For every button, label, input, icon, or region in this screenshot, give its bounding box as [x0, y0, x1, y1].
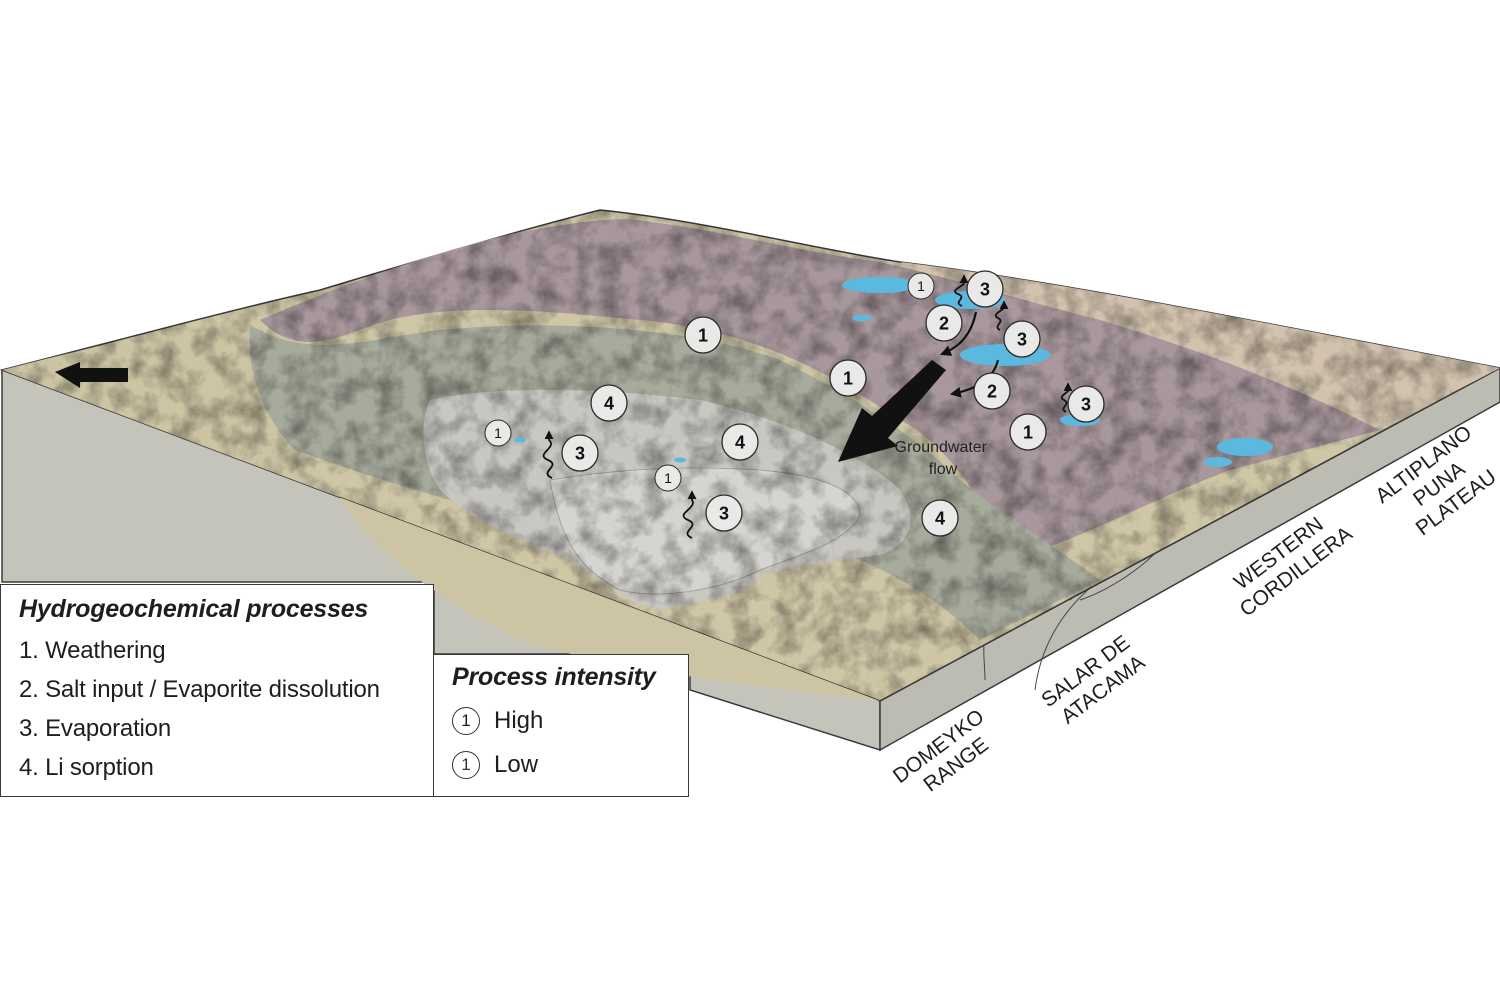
process-marker-1: 1 — [907, 272, 935, 300]
process-marker-1: 1 — [1009, 413, 1047, 451]
process-marker-1: 1 — [484, 419, 512, 447]
svg-text:1: 1 — [664, 470, 672, 486]
legend-processes-title: Hydrogeochemical processes — [19, 595, 369, 623]
evaporation-arrows — [542, 274, 1073, 539]
svg-text:1: 1 — [917, 278, 925, 294]
high-intensity-symbol: 1 — [452, 707, 480, 735]
legend-intensity-high: 1 High — [452, 699, 688, 743]
process-markers: 1 3 2 3 1 1 2 3 1 4 4 1 3 1 3 4 — [484, 270, 1105, 537]
legend-item-evaporation: 3. Evaporation — [19, 715, 171, 742]
svg-text:1: 1 — [843, 369, 853, 389]
svg-text:2: 2 — [987, 382, 997, 402]
process-marker-3: 3 — [1067, 385, 1105, 423]
svg-text:3: 3 — [1017, 330, 1027, 350]
svg-text:3: 3 — [575, 444, 585, 464]
legend-intensity: Process intensity 1 High 1 Low — [433, 654, 689, 797]
svg-text:3: 3 — [980, 280, 990, 300]
svg-text:2: 2 — [939, 314, 949, 334]
svg-text:4: 4 — [735, 433, 745, 453]
low-intensity-label: Low — [494, 751, 539, 778]
svg-text:4: 4 — [935, 509, 945, 529]
legend-intensity-low: 1 Low — [452, 743, 688, 787]
process-marker-3: 3 — [561, 434, 599, 472]
svg-text:1: 1 — [698, 326, 708, 346]
process-marker-3: 3 — [705, 494, 743, 532]
high-intensity-label: High — [494, 707, 544, 734]
svg-text:3: 3 — [1081, 395, 1091, 415]
process-marker-3: 3 — [1003, 320, 1041, 358]
legend-item-li-sorption: 4. Li sorption — [19, 754, 154, 781]
process-marker-1: 1 — [829, 359, 867, 397]
process-marker-2: 2 — [925, 304, 963, 342]
process-marker-2: 2 — [973, 372, 1011, 410]
process-marker-4: 4 — [921, 499, 959, 537]
svg-text:1: 1 — [1023, 423, 1033, 443]
groundwater-flow-label: Groundwater flow — [895, 439, 992, 478]
legend-item-weathering: 1. Weathering — [19, 637, 166, 664]
process-marker-4: 4 — [590, 384, 628, 422]
svg-text:4: 4 — [604, 394, 614, 414]
legend-item-salt-input: 2. Salt input / Evaporite dissolution — [19, 676, 380, 703]
north-arrow-icon — [55, 362, 128, 388]
legend-intensity-title: Process intensity — [452, 663, 656, 691]
legend-processes: Hydrogeochemical processes 1. Weathering… — [0, 584, 434, 797]
svg-text:3: 3 — [719, 504, 729, 524]
groundwater-flow-arrow-icon — [838, 360, 946, 462]
process-marker-4: 4 — [721, 423, 759, 461]
low-intensity-symbol: 1 — [452, 751, 480, 779]
svg-text:1: 1 — [494, 425, 502, 441]
process-marker-3: 3 — [966, 270, 1004, 308]
process-marker-1: 1 — [684, 316, 722, 354]
process-marker-1: 1 — [654, 464, 682, 492]
